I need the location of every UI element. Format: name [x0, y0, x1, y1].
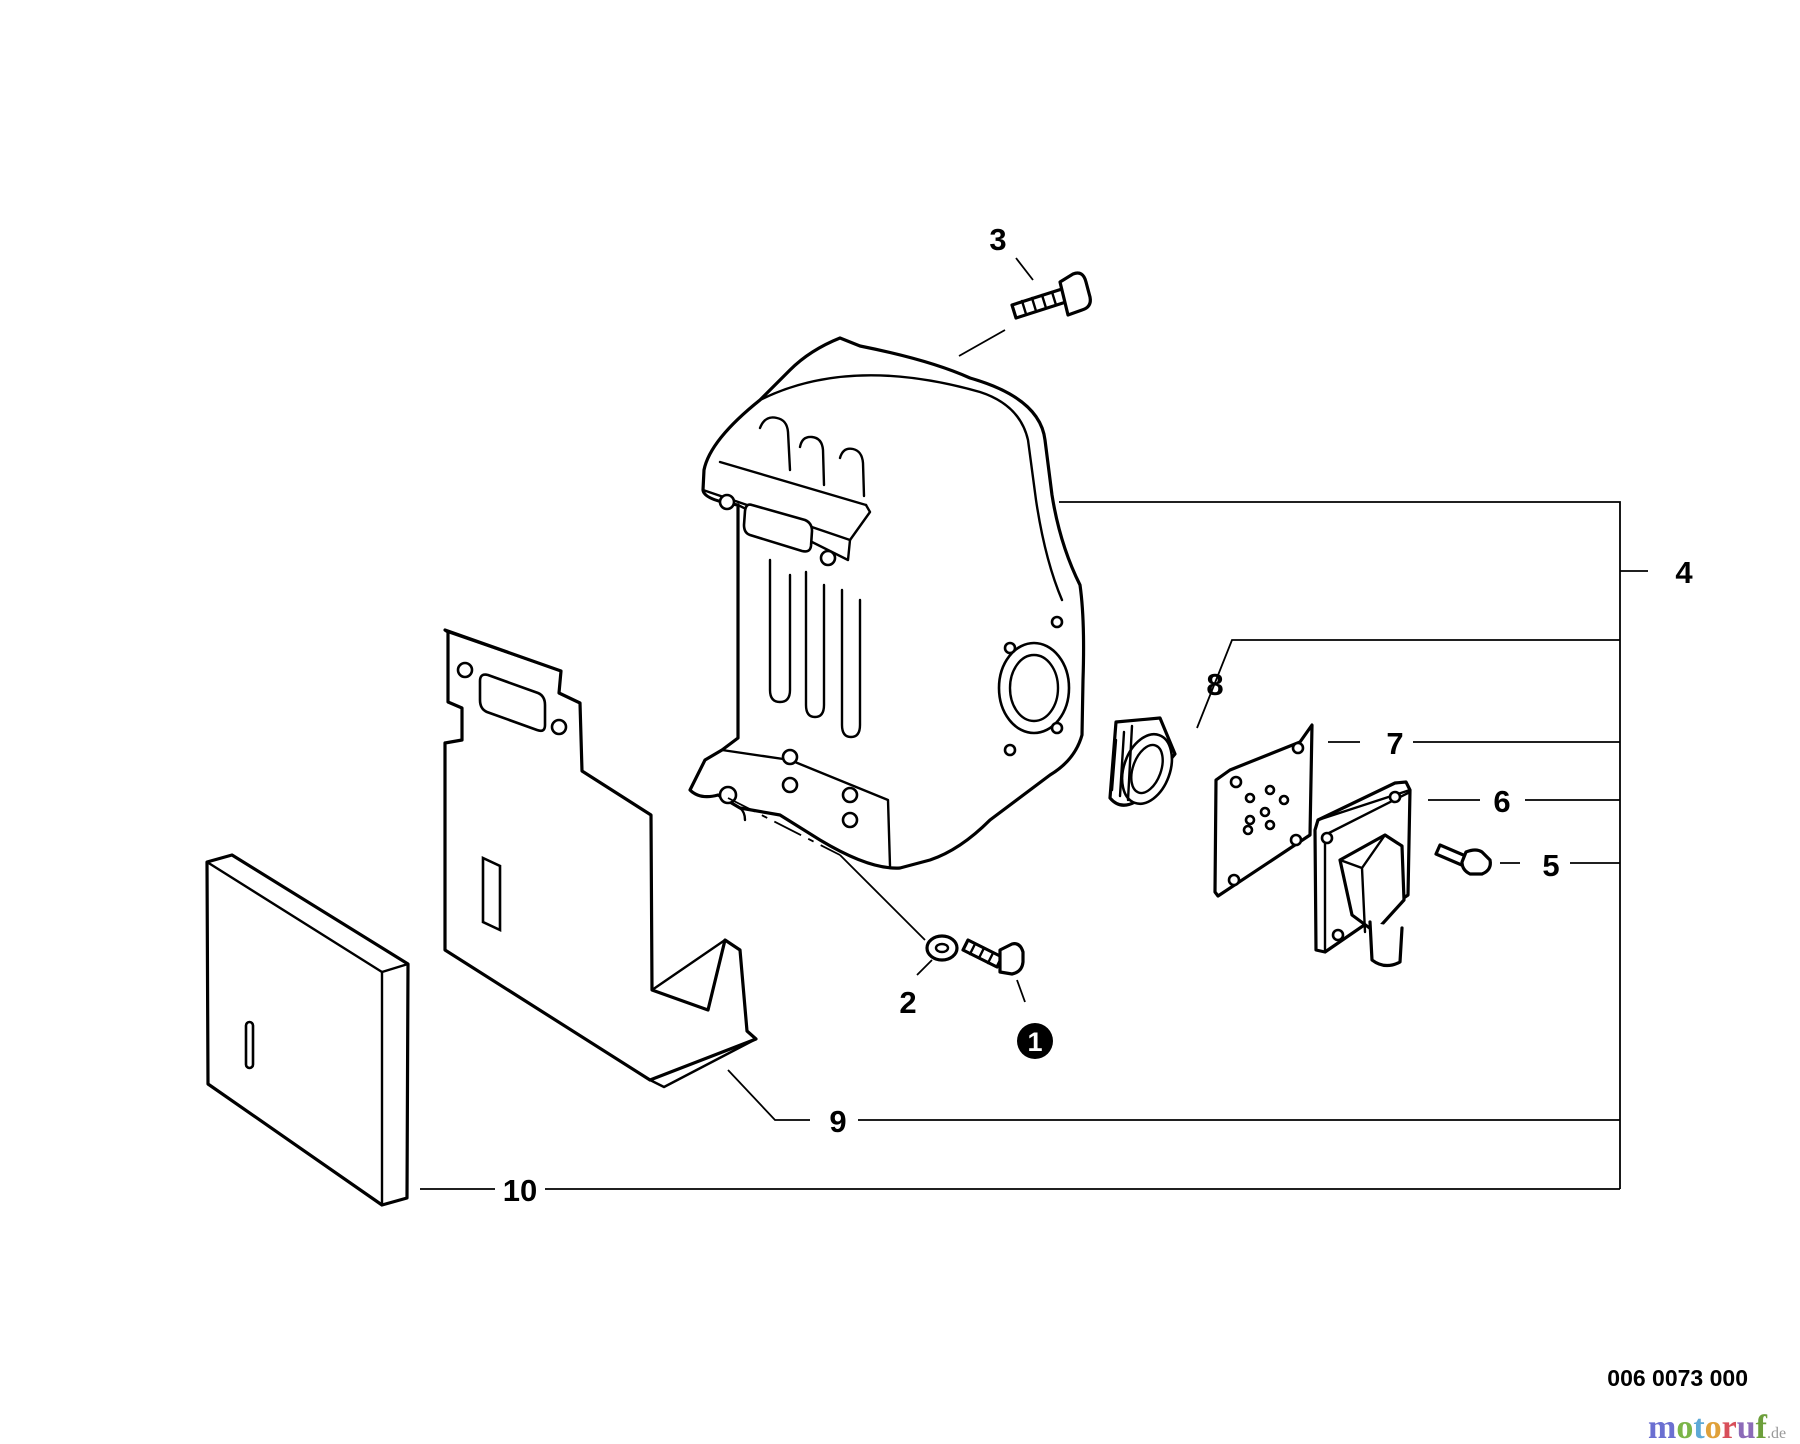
svg-text:motoruf.de: motoruf.de	[1648, 1409, 1786, 1444]
callout-1-marker: 1	[1017, 1023, 1053, 1059]
spark-screen-sleeve-part	[1108, 716, 1177, 807]
diagram-reference-number: 006 0073 000	[1607, 1365, 1748, 1391]
watermark-logo: motoruf.de	[1648, 1409, 1786, 1444]
callout-10: 10	[503, 1173, 537, 1208]
callout-6: 6	[1493, 784, 1510, 819]
callout-5: 5	[1542, 848, 1559, 883]
callout-labels: 3 4 8 7 6 5 2 9 10 1	[503, 222, 1694, 1208]
heat-insulation-pad-part	[205, 853, 410, 1207]
leader-lines	[420, 257, 1648, 1190]
screw-small-part	[1434, 843, 1492, 876]
callout-9: 9	[829, 1104, 846, 1139]
callout-8: 8	[1206, 667, 1223, 702]
exhaust-deflector-part	[1313, 780, 1412, 968]
callout-3: 3	[989, 222, 1006, 257]
muffler-body-part	[688, 336, 1086, 870]
heat-shield-plate-part	[443, 628, 758, 1089]
callout-7: 7	[1386, 726, 1403, 761]
bolt-short-part	[961, 938, 1025, 976]
washer-part	[925, 934, 959, 962]
bolt-long-part	[1010, 271, 1092, 320]
callout-1: 1	[1027, 1027, 1042, 1057]
callout-2: 2	[899, 985, 916, 1020]
callout-4: 4	[1675, 555, 1693, 590]
outlet-gasket-part	[1213, 723, 1314, 898]
